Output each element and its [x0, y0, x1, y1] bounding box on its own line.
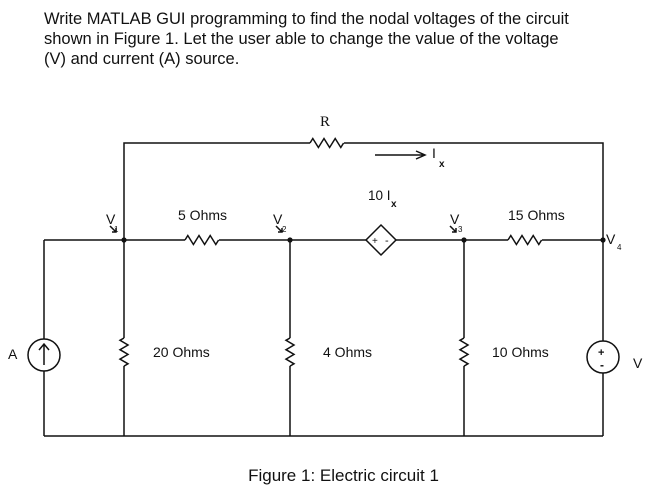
ix-arrow [375, 150, 427, 160]
label-r: R [320, 114, 330, 130]
label-v3-sub: 3 [458, 225, 463, 234]
figure-caption: Figure 1: Electric circuit 1 [0, 466, 667, 486]
node-dot-v2 [287, 237, 293, 243]
label-v1: V [106, 211, 116, 227]
resistor-15-ohms [507, 234, 543, 246]
problem-statement: Write MATLAB GUI programming to find the… [44, 9, 644, 69]
voltage-source-minus: - [600, 358, 604, 372]
figure-caption-text: Figure 1: Electric circuit 1 [248, 466, 439, 485]
resistor-10-ohms [458, 337, 470, 367]
problem-line-2: shown in Figure 1. Let the user able to … [44, 30, 559, 48]
resistor-20-ohms [118, 337, 130, 367]
label-ix-sub: x [439, 159, 445, 170]
problem-line-3: (V) and current (A) source. [44, 50, 240, 68]
top-wire [123, 142, 604, 240]
node-dot-v3 [461, 237, 467, 243]
problem-line-1: Write MATLAB GUI programming to find the… [44, 10, 569, 28]
current-source [27, 338, 61, 372]
dependent-source [364, 223, 398, 257]
label-v2-sub: 2 [282, 225, 287, 234]
resistor-r [309, 137, 345, 149]
voltage-source-plus: + [598, 347, 604, 359]
label-dependent-source: 10 I [368, 188, 391, 203]
label-v3: V [450, 211, 460, 227]
node-arrow-v1 [109, 225, 117, 233]
node-dot-v4 [600, 237, 606, 243]
label-v2: V [273, 211, 283, 227]
resistor-4-ohms [284, 337, 296, 367]
voltage-source [586, 340, 620, 374]
label-current-source-a: A [8, 346, 18, 362]
resistor-5-ohms [184, 234, 220, 246]
dependent-source-minus: - [385, 235, 389, 247]
label-20-ohms: 20 Ohms [153, 344, 210, 360]
label-ix: I [432, 145, 436, 161]
label-4-ohms: 4 Ohms [323, 344, 372, 360]
label-10-ohms: 10 Ohms [492, 344, 549, 360]
dependent-source-plus: + [372, 236, 378, 247]
label-v1-sub: 1 [114, 225, 119, 234]
label-v4-sub: 4 [617, 243, 622, 252]
node-arrow-v2 [275, 225, 283, 233]
node-arrow-v3 [449, 225, 457, 233]
label-15-ohms: 15 Ohms [508, 207, 565, 223]
label-v4: V [606, 231, 616, 247]
arrow-up-icon [38, 342, 50, 365]
label-dependent-source-sub: x [391, 199, 397, 210]
node-dot-v1 [121, 237, 127, 243]
label-5-ohms: 5 Ohms [178, 207, 227, 223]
label-voltage-source-v: V [633, 355, 643, 371]
